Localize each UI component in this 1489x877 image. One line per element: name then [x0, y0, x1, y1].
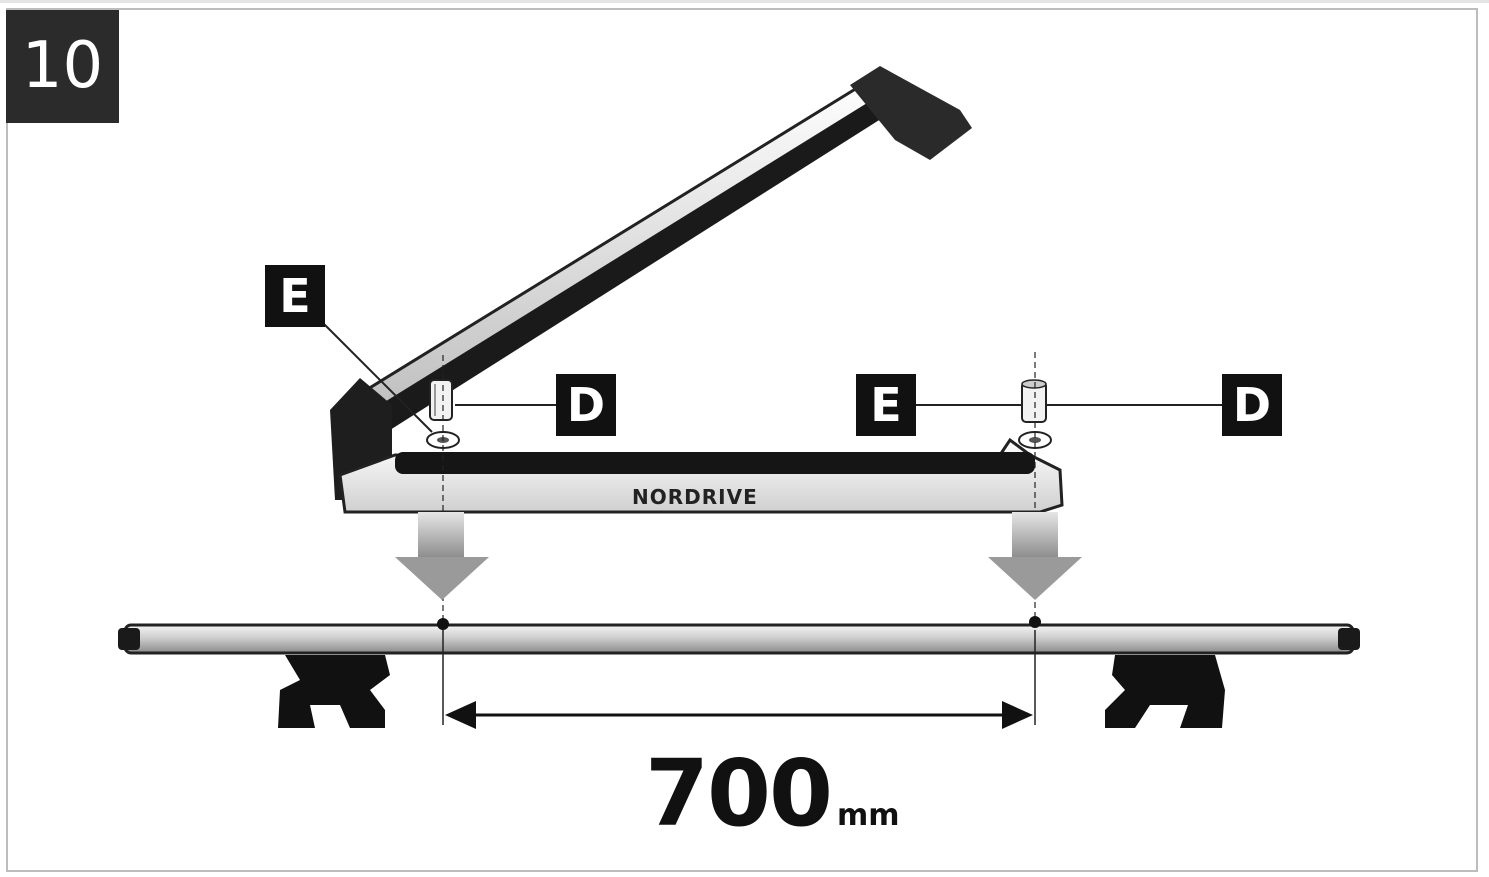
dimension-value: 700 — [645, 740, 833, 847]
step-number-badge: 10 — [6, 10, 119, 123]
roof-foot-right — [1105, 655, 1225, 728]
roof-foot-left — [278, 655, 390, 728]
brand-logo: NORDRIVE — [632, 485, 758, 509]
top-divider — [0, 0, 1489, 3]
dimension-line — [442, 630, 1036, 729]
down-arrow-right — [988, 512, 1082, 600]
down-arrow-left — [395, 512, 489, 600]
dimension-unit: mm — [837, 798, 900, 833]
leader-e-left — [321, 321, 433, 433]
label-d-right: D — [1222, 374, 1282, 436]
diagram-frame — [6, 8, 1478, 872]
label-e-right: E — [856, 374, 916, 436]
roof-bar — [118, 616, 1360, 655]
spacer-left — [429, 379, 453, 421]
carrier-base: NORDRIVE — [338, 437, 1064, 514]
label-e-left: E — [265, 265, 325, 327]
label-d-left: D — [556, 374, 616, 436]
spacer-right — [1021, 379, 1047, 423]
carrier-upper-arm — [330, 66, 972, 500]
